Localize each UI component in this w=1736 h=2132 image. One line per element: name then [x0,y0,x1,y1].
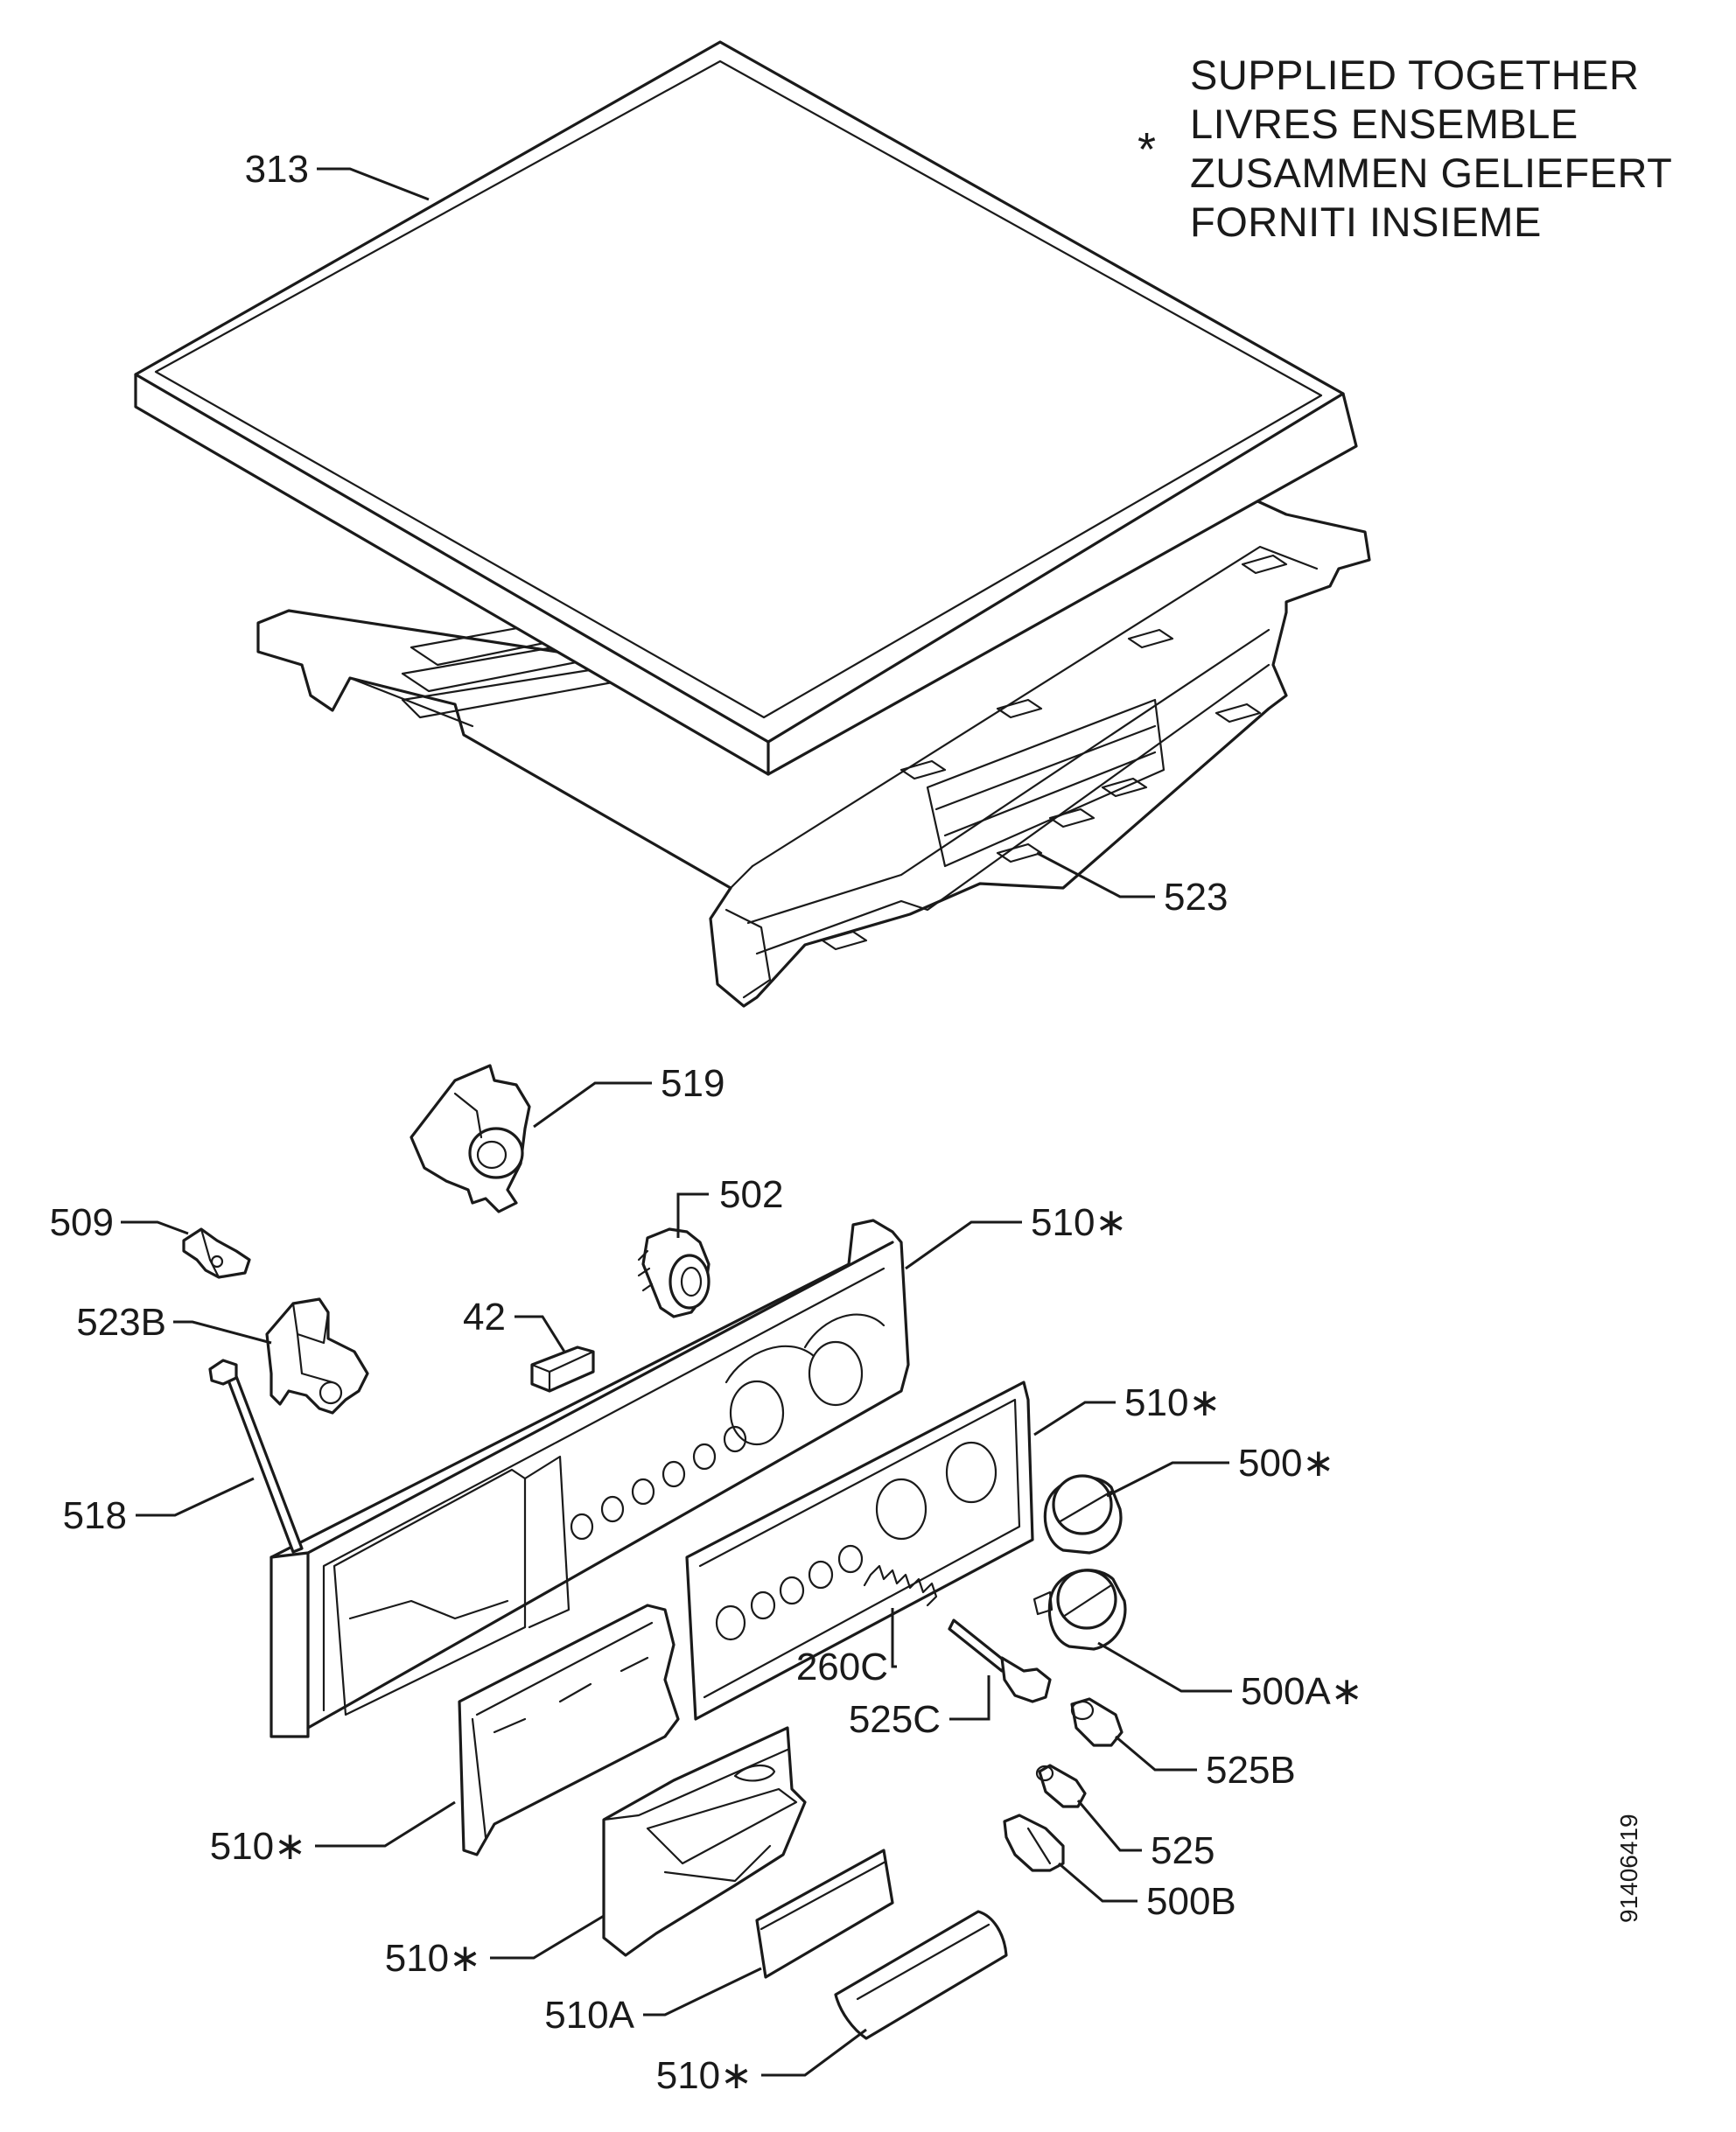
label-510-panel: 510∗ [1031,1201,1127,1244]
part-510-cover [834,1910,1008,2040]
part-500a-knob [1032,1569,1127,1651]
label-313: 313 [245,148,309,191]
label-500a: 500A∗ [1241,1670,1363,1713]
label-523b: 523B [76,1301,166,1344]
legend-line-it: FORNITI INSIEME [1190,199,1542,245]
part-525c-pushrod [948,1618,1052,1703]
label-500: 500∗ [1238,1442,1334,1485]
legend-line-fr: LIVRES ENSEMBLE [1190,101,1578,147]
part-519-bracket [410,1064,531,1213]
asterisk-icon: * [1138,123,1157,176]
leader-lines [121,167,1232,2077]
part-labels: 313 523 519 502 509 510∗ 523B 42 510∗ 50… [50,148,1363,2097]
label-519: 519 [661,1062,724,1105]
part-510a-insert [755,1849,894,1979]
label-260c: 260C [796,1646,888,1688]
part-525b-button [1070,1697,1124,1747]
label-510-handle: 510∗ [385,1937,481,1980]
part-525-button [1035,1764,1087,1808]
legend-line-en: SUPPLIED TOGETHER [1190,52,1640,98]
label-510a: 510A [544,1994,634,2037]
legend-line-de: ZUSAMMEN GELIEFERT [1190,150,1673,196]
part-42-switch [530,1346,595,1393]
label-525b: 525B [1206,1749,1296,1792]
part-510-drawer-front [458,1604,680,1856]
part-500-knob [1043,1474,1123,1555]
label-518: 518 [63,1494,127,1537]
part-502-bush [637,1227,710,1318]
part-500b-knob [1003,1814,1065,1872]
part-510-mask-plate [685,1381,1034,1721]
label-510-drawer: 510∗ [210,1825,306,1868]
label-510-cover: 510∗ [656,2054,752,2097]
part-510-drawer [602,1726,807,1957]
label-510-mask: 510∗ [1124,1381,1221,1424]
part-510-control-panel [270,1219,910,1738]
part-518-rod [208,1359,304,1554]
label-502: 502 [719,1173,783,1216]
label-42: 42 [463,1296,506,1339]
part-509-clip [182,1227,251,1279]
part-313-worktop [134,40,1358,776]
label-525: 525 [1151,1829,1214,1872]
label-525c: 525C [849,1698,941,1741]
part-260c-spring [863,1564,938,1607]
drawing-reference-number: 91406419 [1615,1814,1642,1923]
label-523: 523 [1164,876,1228,919]
label-500b: 500B [1146,1880,1236,1923]
part-523b-lock [265,1297,369,1415]
label-509: 509 [50,1201,114,1244]
